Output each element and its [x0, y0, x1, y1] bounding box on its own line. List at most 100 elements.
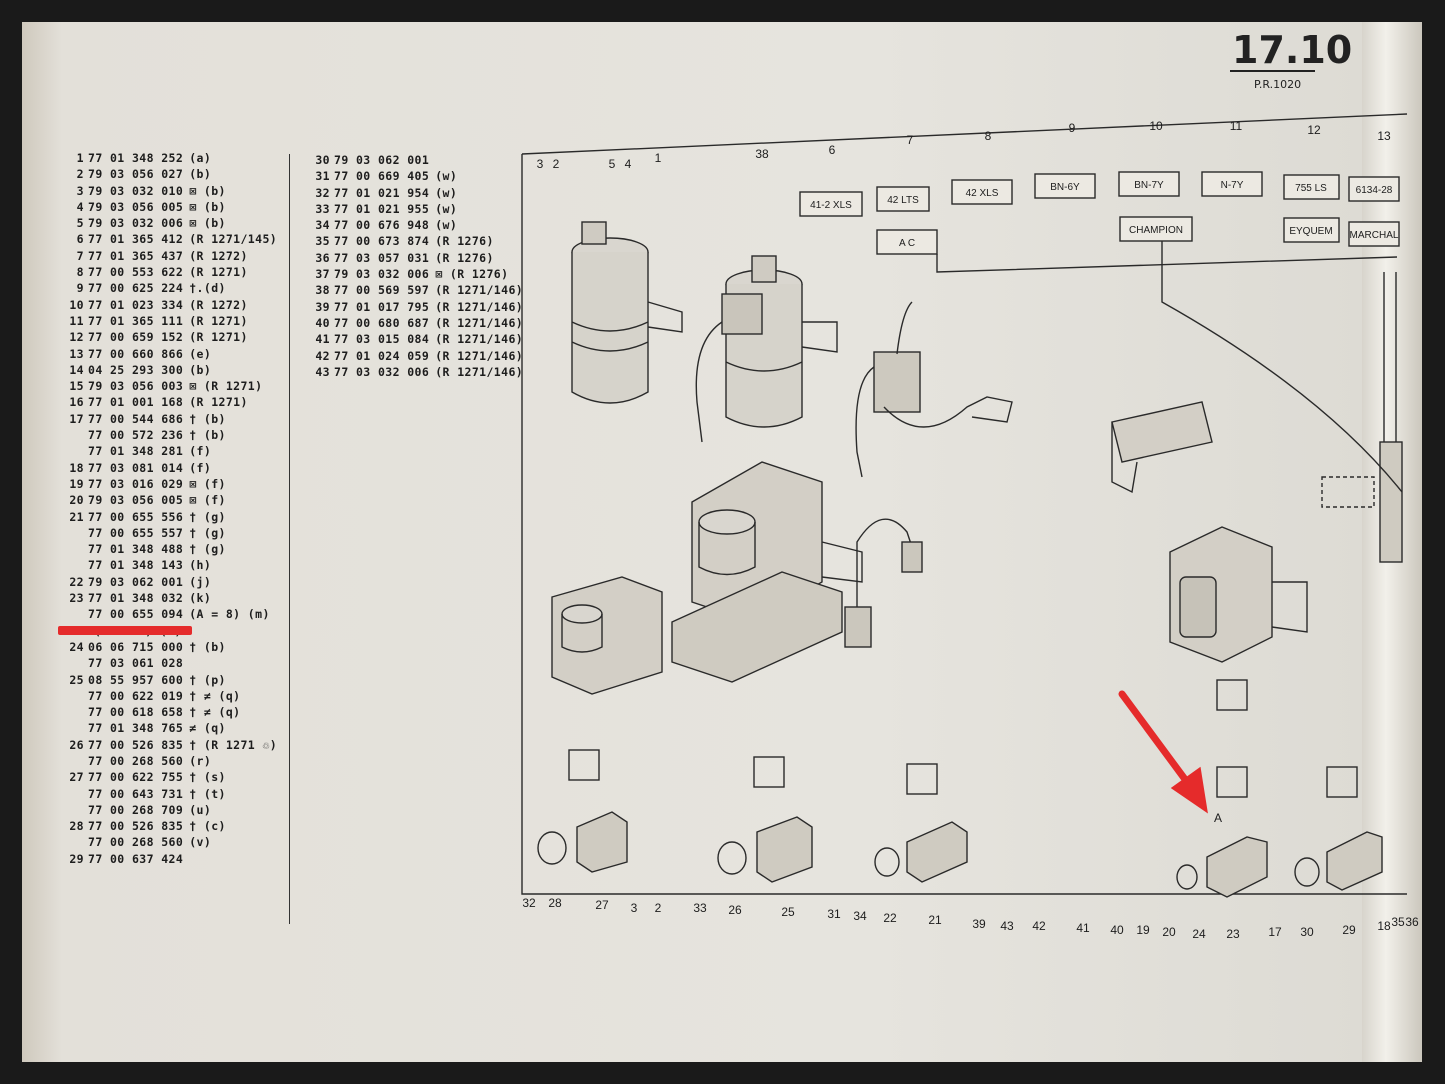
parts-code: 77 00 655 556	[88, 509, 184, 524]
callout-bottom-label: 19	[1136, 923, 1150, 937]
parts-code: 77 00 676 948	[334, 218, 430, 233]
parts-code: 77 00 572 236	[88, 428, 184, 443]
parts-code: 77 00 526 835	[88, 819, 184, 834]
parts-code: 77 03 032 006	[334, 364, 430, 379]
parts-note: (f)	[189, 444, 212, 459]
champion-leader-line	[1161, 241, 1403, 493]
parts-note: † (g)	[189, 542, 226, 557]
parts-list-row: 77 00 655 094(A = 8) (m)	[60, 606, 277, 622]
callout-top-label: 4	[625, 157, 632, 171]
callout-bottom-label: 17	[1268, 925, 1282, 939]
callout-bottom-label: 34	[853, 909, 867, 923]
plug-type-label: 42 XLS	[966, 188, 999, 199]
parts-num: 5	[76, 216, 84, 231]
callout-bottom-label: 2	[655, 901, 662, 915]
parts-num: 15	[69, 379, 84, 394]
parts-note: (w)	[435, 169, 458, 184]
parts-note: (R 1271/145)	[189, 232, 278, 247]
callout-bottom-label: 33	[693, 901, 707, 915]
parts-note: (R 1272)	[189, 248, 248, 263]
callout-bottom-label: 25	[781, 905, 795, 919]
parts-note: ≠ (q)	[189, 721, 226, 736]
parts-code: 77 01 348 032	[88, 591, 184, 606]
parts-list-row: 77 00 618 658† ≠ (q)	[60, 704, 277, 720]
parts-code: 77 00 659 152	[88, 330, 184, 345]
parts-num: 30	[315, 153, 330, 167]
parts-code: 79 03 062 001	[88, 574, 184, 589]
coolant-temp-icon	[753, 756, 785, 788]
callout-top-label: 2	[553, 157, 560, 171]
parts-code: 79 03 056 005	[88, 493, 184, 508]
callout-top-label: 1	[655, 151, 662, 165]
parts-num: 23	[69, 591, 84, 606]
parts-code: 77 00 268 560	[88, 835, 184, 850]
parts-note: (R 1271)	[189, 313, 248, 328]
parts-note: (w)	[435, 201, 458, 216]
parts-note: † (p)	[189, 672, 226, 687]
callout-top-label: 13	[1377, 129, 1391, 143]
parts-note: (R 1276)	[435, 234, 494, 249]
electronic-ignition-module	[671, 461, 863, 683]
parts-num: 31	[315, 169, 330, 184]
parts-code: 04 25 293 300	[88, 362, 184, 377]
parts-list-row: 77 00 572 236† (b)	[60, 427, 277, 443]
parts-num: 17	[69, 411, 84, 426]
parts-code: 77 01 017 795	[334, 299, 430, 314]
parts-note: (w)	[435, 185, 458, 200]
parts-num: 32	[315, 185, 330, 200]
callout-top-label: 9	[1069, 121, 1076, 135]
parts-num: 38	[315, 283, 330, 298]
parts-note: (b)	[189, 167, 212, 182]
parts-num: 33	[315, 201, 330, 216]
parts-code: 77 03 016 029	[88, 476, 184, 491]
callout-bottom-label: 21	[928, 913, 942, 927]
plug-brand-label: CHAMPION	[1129, 225, 1183, 236]
callout-bottom-label: 36	[1405, 915, 1419, 929]
parts-note: (A = 8) (m)	[189, 607, 270, 622]
callout-top-label: 3	[537, 157, 544, 171]
switch-29	[1294, 831, 1383, 891]
parts-code: 77 01 021 955	[334, 201, 430, 216]
parts-code: 77 01 023 334	[88, 297, 184, 312]
parts-note: (R 1276)	[435, 250, 494, 265]
parts-code: 06 06 715 000	[88, 639, 184, 654]
parts-code: 77 00 637 424	[88, 851, 184, 866]
parts-code: 77 01 348 765	[88, 721, 184, 736]
parts-num: 25	[69, 672, 84, 687]
parts-note: (w)	[435, 218, 458, 233]
temperature-switch-25	[717, 816, 813, 883]
parts-code: 79 03 032 006	[334, 267, 430, 282]
coil-module-clamp	[855, 301, 1013, 478]
parts-list-row: 77 00 643 731† (t)	[60, 786, 277, 802]
plug-type-label: 6134-28	[1356, 185, 1393, 196]
plug-type-label: 42 LTS	[887, 195, 919, 206]
parts-note: (f)	[189, 460, 212, 475]
parts-num: 18	[69, 460, 84, 475]
callout-bottom-label: 26	[728, 903, 742, 917]
parts-code: 77 00 673 874	[334, 234, 430, 249]
parts-note: †.(d)	[189, 281, 226, 296]
parts-code: 77 01 348 281	[88, 444, 184, 459]
parts-note: (R 1271)	[189, 330, 248, 345]
parts-code: 79 03 062 001	[334, 153, 430, 167]
parts-num: 24	[69, 639, 84, 654]
plug-brand-label: EYQUEM	[1289, 226, 1332, 237]
